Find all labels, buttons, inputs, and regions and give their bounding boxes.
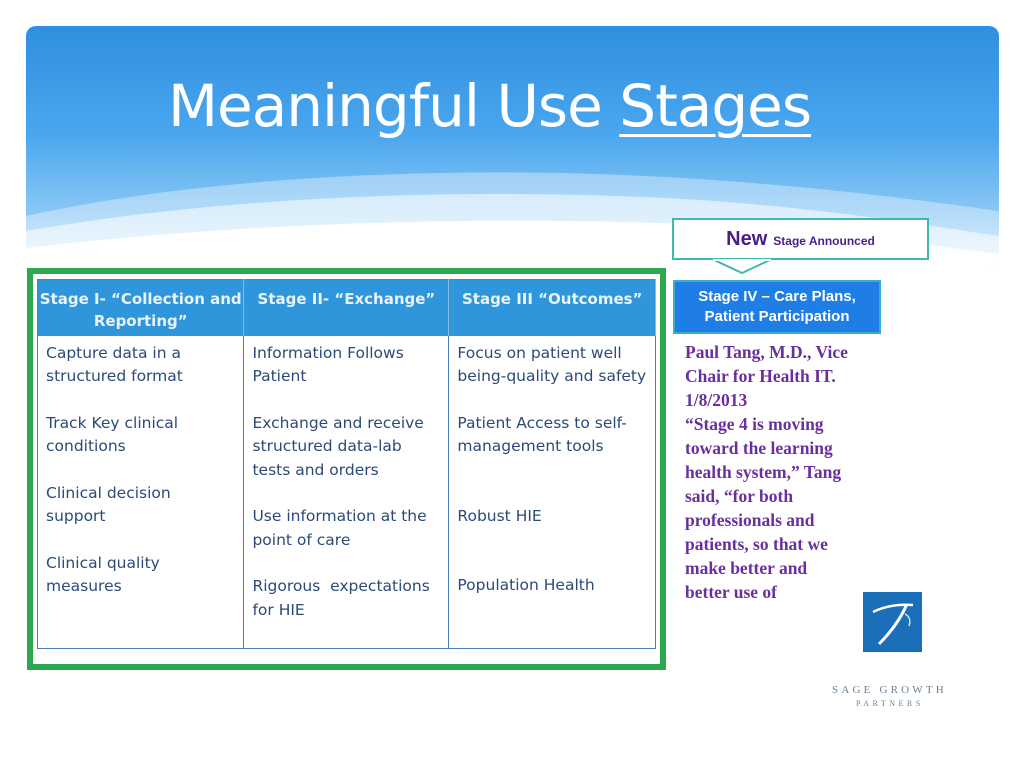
stage-iv-box: Stage IV – Care Plans, Patient Participa…	[673, 280, 881, 334]
header-stage-1: Stage I- “Collection and Reporting”	[37, 279, 245, 336]
stage-iv-line2: Patient Participation	[704, 308, 850, 325]
slide-title-main: Meaningful Use	[168, 72, 620, 140]
stage-iv-line1: Stage IV – Care Plans,	[698, 288, 856, 305]
header-stage-3: Stage III “Outcomes”	[448, 279, 656, 336]
callout-pointer-arrow	[712, 259, 772, 275]
brand-subtitle: PARTNERS	[856, 699, 924, 708]
slide-title-underlined: Stages	[619, 72, 812, 140]
callout-stage-announced: Stage Announced	[773, 234, 875, 248]
brand-name: SAGE GROWTH	[832, 684, 947, 696]
meaningful-use-stages-table: Stage I- “Collection and Reporting” Stag…	[37, 279, 656, 649]
list-item: Robust HIE	[457, 506, 542, 525]
list-item: Population Health	[457, 576, 595, 594]
list-item: Patient Access to self-management tools	[457, 413, 627, 456]
paul-tang-quote: Paul Tang, M.D., Vice Chair for Health I…	[685, 342, 848, 602]
sage-growth-logo-icon	[863, 592, 922, 652]
header-stage-2: Stage II- “Exchange”	[243, 279, 450, 336]
slide-title: Meaningful Use Stages	[168, 72, 812, 140]
new-stage-callout: New Stage Announced	[672, 218, 929, 260]
callout-new-label: New	[726, 227, 768, 250]
